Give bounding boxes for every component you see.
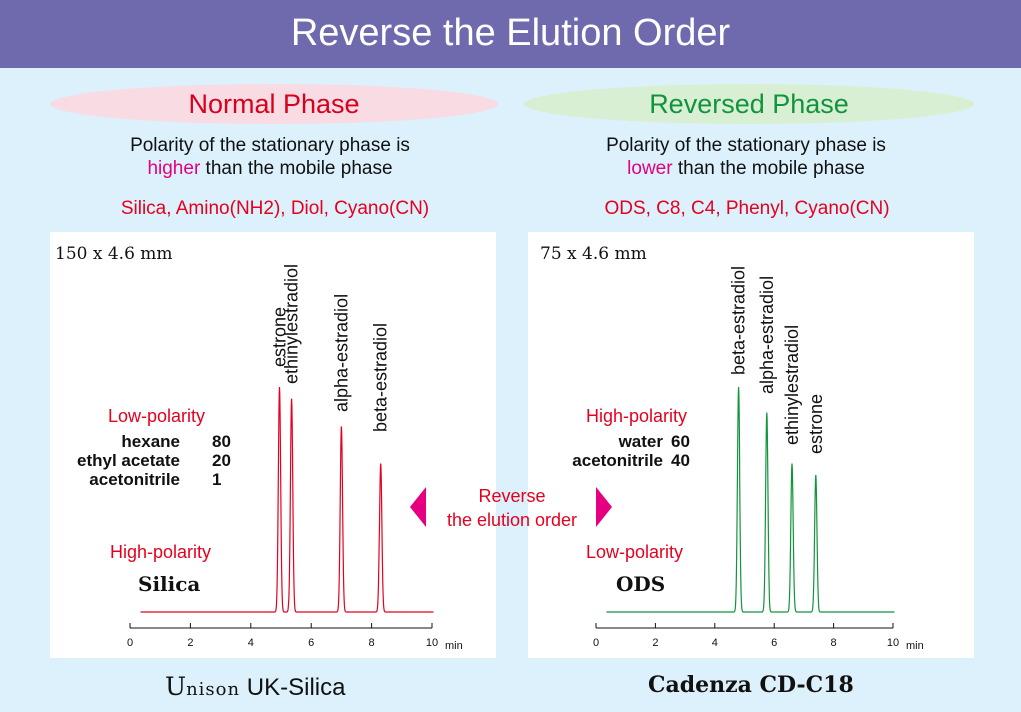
reversed-column-name: ODS bbox=[616, 572, 665, 596]
normal-stationary-polarity: High-polarity bbox=[110, 542, 211, 562]
x-tick-label: 8 bbox=[831, 637, 837, 649]
normal-mobile-amount-0: 80 bbox=[212, 432, 231, 451]
normal-product-name: Unison UK-Silica bbox=[165, 672, 345, 702]
normal-mobile-amount-1: 20 bbox=[212, 451, 231, 470]
reversed-product-name: Cadenza CD-C18 bbox=[648, 672, 854, 698]
reversed-mobile-name-1: acetonitrile bbox=[572, 451, 663, 470]
chromatogram-trace bbox=[140, 386, 434, 613]
x-tick-label: 10 bbox=[426, 637, 438, 649]
normal-phase-types: Silica, Amino(NH2), Diol, Cyano(CN) bbox=[120, 198, 430, 219]
x-tick-label: 6 bbox=[771, 637, 777, 649]
reversed-chromatogram-panel: 75 x 4.6 mm High-polarity water 60 aceto… bbox=[528, 232, 974, 658]
product-brand-initial: U bbox=[165, 672, 187, 701]
reverse-label-line1: Reverse bbox=[478, 486, 546, 506]
reversed-mobile-amount-1: 40 bbox=[671, 451, 690, 470]
normal-phase-description: Polarity of the stationary phase is high… bbox=[70, 134, 470, 180]
chromatogram-trace bbox=[606, 386, 895, 613]
x-tick-label: 2 bbox=[652, 637, 658, 649]
normal-chromatogram: 150 x 4.6 mm Low-polarity hexane 80 ethy… bbox=[55, 244, 463, 652]
reversed-phase-heading: Reversed Phase bbox=[524, 84, 974, 124]
reversed-chromatogram: 75 x 4.6 mm High-polarity water 60 aceto… bbox=[540, 244, 924, 652]
normal-desc-line2: higher than the mobile phase bbox=[70, 157, 470, 180]
page-title: Reverse the Elution Order bbox=[0, 0, 1021, 68]
x-tick-label: 4 bbox=[248, 637, 254, 649]
x-tick-label: 0 bbox=[593, 637, 599, 649]
peak-label: beta-estradiol bbox=[729, 266, 749, 375]
normal-phase-heading: Normal Phase bbox=[50, 84, 498, 124]
right-arrow-icon bbox=[596, 487, 612, 527]
x-tick-label: 0 bbox=[127, 637, 133, 649]
x-tick-label: 6 bbox=[308, 637, 314, 649]
peak-label: ethinylestradiol bbox=[782, 325, 802, 445]
normal-mobile-amount-2: 1 bbox=[212, 470, 221, 489]
peak-label: estrone bbox=[806, 394, 826, 454]
reverse-elution-label: Reverse the elution order bbox=[414, 484, 610, 532]
product-model: UK-Silica bbox=[240, 674, 346, 701]
reversed-phase-description: Polarity of the stationary phase is lowe… bbox=[546, 134, 946, 180]
reversed-desc-highlight: lower bbox=[627, 158, 673, 179]
normal-column-name: Silica bbox=[138, 572, 200, 596]
x-tick-label: 8 bbox=[369, 637, 375, 649]
normal-chromatogram-panel: 150 x 4.6 mm Low-polarity hexane 80 ethy… bbox=[50, 232, 496, 658]
x-tick-label: 2 bbox=[187, 637, 193, 649]
normal-mobile-name-2: acetonitrile bbox=[89, 470, 180, 489]
reversed-mobile-amount-0: 60 bbox=[671, 432, 690, 451]
reversed-stationary-polarity: Low-polarity bbox=[586, 542, 683, 562]
left-arrow-icon bbox=[410, 487, 426, 527]
reversed-mobile-name-0: water bbox=[618, 432, 664, 451]
reversed-desc-line1: Polarity of the stationary phase is bbox=[606, 135, 886, 156]
x-axis-label: min bbox=[906, 640, 924, 652]
normal-desc-line1: Polarity of the stationary phase is bbox=[130, 135, 410, 156]
x-tick-label: 10 bbox=[887, 637, 899, 649]
x-tick-label: 4 bbox=[712, 637, 718, 649]
normal-mobile-polarity: Low-polarity bbox=[108, 406, 205, 426]
product-brand-rest: nison bbox=[186, 679, 241, 700]
reversed-mobile-polarity: High-polarity bbox=[586, 406, 687, 426]
peak-label: alpha-estradiol bbox=[757, 276, 777, 394]
peak-label: alpha-estradiol bbox=[331, 294, 351, 412]
reversed-phase-types: ODS, C8, C4, Phenyl, Cyano(CN) bbox=[604, 198, 890, 219]
normal-desc-rest: than the mobile phase bbox=[200, 158, 393, 179]
peak-label: estrone bbox=[269, 307, 289, 367]
reversed-desc-line2: lower than the mobile phase bbox=[546, 157, 946, 180]
reverse-label-line2: the elution order bbox=[446, 510, 578, 530]
reversed-column-dimension: 75 x 4.6 mm bbox=[540, 244, 647, 264]
normal-desc-highlight: higher bbox=[147, 158, 201, 179]
normal-mobile-name-0: hexane bbox=[121, 432, 180, 451]
peak-label: beta-estradiol bbox=[371, 323, 391, 432]
normal-mobile-name-1: ethyl acetate bbox=[77, 451, 180, 470]
reversed-desc-rest: than the mobile phase bbox=[672, 158, 865, 179]
normal-column-dimension: 150 x 4.6 mm bbox=[55, 244, 173, 264]
x-axis-label: min bbox=[445, 640, 463, 652]
peak-label: ethinylestradiol bbox=[282, 264, 302, 384]
